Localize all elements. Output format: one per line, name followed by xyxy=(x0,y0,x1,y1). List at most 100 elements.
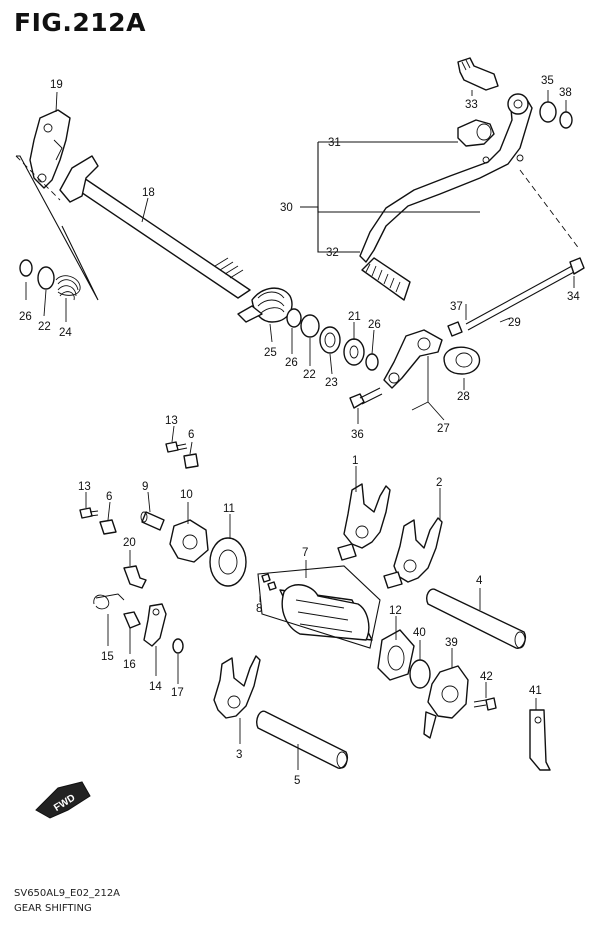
callout-22-left[interactable]: 22 xyxy=(38,321,51,333)
spring-24[interactable] xyxy=(55,275,81,301)
bolt-16[interactable] xyxy=(123,611,141,629)
gearshift-pedal-30[interactable] xyxy=(359,93,533,263)
footrest-rubber-32[interactable] xyxy=(361,257,411,301)
callout-9[interactable]: 9 xyxy=(142,481,148,493)
callout-37[interactable]: 37 xyxy=(450,301,463,313)
callout-8[interactable]: 8 xyxy=(256,603,262,615)
gearshift-lever-27[interactable] xyxy=(383,329,443,389)
callout-6-lower[interactable]: 6 xyxy=(106,491,112,503)
callout-30[interactable]: 30 xyxy=(280,202,293,214)
gearshift-cam-7[interactable] xyxy=(279,584,373,641)
bolt-33[interactable] xyxy=(457,57,499,91)
return-spring-25[interactable] xyxy=(237,287,293,323)
callout-13-upper[interactable]: 13 xyxy=(165,415,178,427)
washer-17[interactable] xyxy=(172,638,184,654)
washer-35[interactable] xyxy=(539,101,557,123)
callout-13-lower[interactable]: 13 xyxy=(78,481,91,493)
callout-6-upper[interactable]: 6 xyxy=(188,429,194,441)
gearshift-shaft-18[interactable] xyxy=(59,155,251,299)
callout-11[interactable]: 11 xyxy=(223,503,235,515)
bolt-31[interactable] xyxy=(457,119,495,147)
stopper-14[interactable] xyxy=(143,603,167,647)
callout-12[interactable]: 12 xyxy=(389,605,402,617)
circlip-38[interactable] xyxy=(559,111,573,129)
circlip-26-left[interactable] xyxy=(19,259,33,277)
washer-22-mid[interactable] xyxy=(300,314,320,338)
callout-26-mid[interactable]: 26 xyxy=(285,357,298,369)
bolt-36[interactable] xyxy=(349,387,383,409)
callout-41[interactable]: 41 xyxy=(529,685,542,697)
washer-21[interactable] xyxy=(343,338,365,366)
shift-plate-41[interactable] xyxy=(529,709,551,771)
plate-6-upper[interactable] xyxy=(183,453,199,469)
callout-5[interactable]: 5 xyxy=(294,775,300,787)
callout-22-mid[interactable]: 22 xyxy=(303,369,316,381)
callout-2[interactable]: 2 xyxy=(436,477,442,489)
fwd-arrow: FWD xyxy=(35,781,91,819)
callout-19[interactable]: 19 xyxy=(50,79,63,91)
callout-28[interactable]: 28 xyxy=(457,391,470,403)
callout-10[interactable]: 10 xyxy=(180,489,193,501)
nut-37[interactable] xyxy=(447,321,463,337)
bearing-12[interactable] xyxy=(377,629,415,681)
fork-shaft-5[interactable] xyxy=(256,710,348,769)
callout-35[interactable]: 35 xyxy=(541,75,554,87)
callout-29[interactable]: 29 xyxy=(508,317,521,329)
gearshift-cam-plate-10[interactable] xyxy=(169,519,209,563)
figure-title: FIG.212A xyxy=(14,8,146,37)
bolt-13-upper[interactable] xyxy=(165,441,188,453)
shaft-frame-line xyxy=(16,155,99,301)
gearshift-fork-2[interactable] xyxy=(383,517,443,589)
callout-39[interactable]: 39 xyxy=(445,637,458,649)
callout-14[interactable]: 14 xyxy=(149,681,162,693)
o-ring-40[interactable] xyxy=(409,659,431,689)
gearshift-arm-20[interactable] xyxy=(123,565,147,589)
callout-16[interactable]: 16 xyxy=(123,659,136,671)
callout-27[interactable]: 27 xyxy=(437,423,450,435)
rod-end-34[interactable] xyxy=(569,257,585,275)
bolt-42[interactable] xyxy=(473,697,497,711)
washer-22-left[interactable] xyxy=(37,266,55,290)
callout-21[interactable]: 21 xyxy=(348,311,361,323)
callout-labels: 19 18 26 22 24 25 26 22 23 21 26 37 28 3… xyxy=(19,75,580,787)
callout-33[interactable]: 33 xyxy=(465,99,478,111)
leader-lines xyxy=(25,90,581,770)
circlip-26-right[interactable] xyxy=(365,353,379,371)
gearshift-fork-3[interactable] xyxy=(213,655,261,719)
callout-15[interactable]: 15 xyxy=(101,651,114,663)
callout-42[interactable]: 42 xyxy=(480,671,493,683)
callout-25[interactable]: 25 xyxy=(264,347,277,359)
oil-seal-23[interactable] xyxy=(319,326,341,354)
callout-3[interactable]: 3 xyxy=(236,749,242,761)
callout-24[interactable]: 24 xyxy=(59,327,72,339)
callout-40[interactable]: 40 xyxy=(413,627,426,639)
bearing-11[interactable] xyxy=(209,537,247,587)
gearshift-fork-1[interactable] xyxy=(337,483,391,561)
gearshift-link-rod-29[interactable] xyxy=(465,265,575,331)
callout-1[interactable]: 1 xyxy=(352,455,358,467)
callout-18[interactable]: 18 xyxy=(142,187,155,199)
callout-20[interactable]: 20 xyxy=(123,537,136,549)
callout-26-left[interactable]: 26 xyxy=(19,311,32,323)
gearshift-cam-stopper-39[interactable] xyxy=(423,665,469,739)
callout-4[interactable]: 4 xyxy=(476,575,483,587)
callout-34[interactable]: 34 xyxy=(567,291,580,303)
boot-28[interactable] xyxy=(443,346,481,375)
callout-26-right[interactable]: 26 xyxy=(368,319,381,331)
fork-shaft-4[interactable] xyxy=(426,588,526,649)
callout-23[interactable]: 23 xyxy=(325,377,338,389)
circlip-26-mid[interactable] xyxy=(286,308,302,328)
figure-code: SV650AL9_E02_212A xyxy=(14,888,121,899)
pin-8[interactable] xyxy=(261,573,277,591)
callout-38[interactable]: 38 xyxy=(559,87,572,99)
callout-31[interactable]: 31 xyxy=(328,137,341,149)
gearshift-arm-19[interactable] xyxy=(29,109,71,189)
callout-7[interactable]: 7 xyxy=(302,547,308,559)
callout-36[interactable]: 36 xyxy=(351,429,364,441)
bolt-13-lower[interactable] xyxy=(79,507,99,519)
callout-32[interactable]: 32 xyxy=(326,247,339,259)
callout-17[interactable]: 17 xyxy=(171,687,184,699)
spring-15[interactable] xyxy=(93,593,125,610)
pin-9[interactable] xyxy=(140,511,165,531)
plate-6-lower[interactable] xyxy=(99,519,117,535)
